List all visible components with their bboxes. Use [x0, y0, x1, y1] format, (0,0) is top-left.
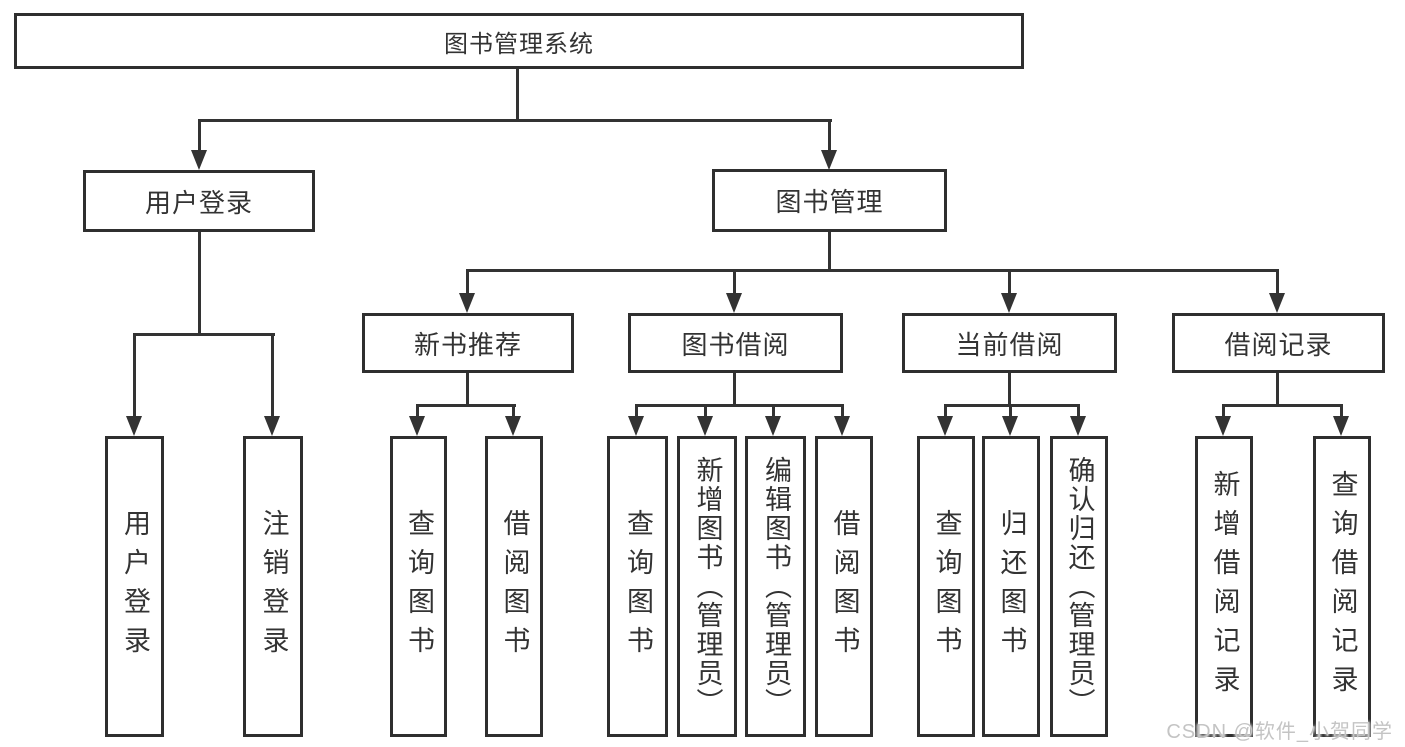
connector-line	[416, 404, 516, 407]
arrowhead-down-icon	[264, 416, 280, 436]
connector-line	[466, 269, 1279, 272]
leaf-user-login-label: 用户登录	[120, 508, 150, 665]
leaf-return-books: 归还图书	[982, 436, 1040, 737]
leaf-logout: 注销登录	[243, 436, 303, 737]
connector-line	[466, 373, 469, 407]
arrowhead-down-icon	[765, 416, 781, 436]
leaf-borrow-books-recommend: 借阅图书	[485, 436, 543, 737]
node-borrow-records-label: 借阅记录	[1224, 329, 1333, 360]
arrowhead-down-icon	[834, 416, 850, 436]
connector-line	[1222, 404, 1343, 407]
connector-line	[772, 404, 775, 418]
leaf-query-books-current: 查询图书	[917, 436, 975, 737]
leaf-query-books-borrowing: 查询图书	[607, 436, 668, 737]
arrowhead-down-icon	[459, 293, 475, 313]
leaf-add-books-admin-label: 新增图书（管理员）	[692, 456, 723, 717]
node-user-login: 用户登录	[83, 170, 315, 232]
connector-line	[828, 232, 831, 272]
arrowhead-down-icon	[191, 150, 207, 170]
leaf-query-books-borrowing-label: 查询图书	[623, 508, 653, 665]
connector-line	[704, 404, 707, 418]
node-current-borrowing-label: 当前借阅	[955, 329, 1064, 360]
arrowhead-down-icon	[697, 416, 713, 436]
node-book-borrowing: 图书借阅	[628, 313, 843, 373]
node-book-borrowing-label: 图书借阅	[681, 329, 790, 360]
leaf-add-books-admin: 新增图书（管理员）	[677, 436, 737, 737]
connector-line	[1276, 373, 1279, 407]
leaf-query-books-current-label: 查询图书	[931, 508, 962, 665]
arrowhead-down-icon	[1333, 416, 1349, 436]
arrowhead-down-icon	[1215, 416, 1231, 436]
node-root: 图书管理系统	[14, 13, 1024, 69]
connector-line	[841, 404, 844, 418]
connector-line	[1222, 404, 1225, 418]
leaf-confirm-return-admin-label: 确认归还（管理员）	[1064, 456, 1095, 717]
connector-line	[635, 404, 638, 418]
node-root-label: 图书管理系统	[444, 30, 594, 58]
leaf-borrow-books-recommend-label: 借阅图书	[499, 508, 530, 665]
connector-line	[1008, 373, 1011, 407]
arrowhead-down-icon	[1269, 293, 1285, 313]
arrowhead-down-icon	[1070, 416, 1086, 436]
node-user-login-label: 用户登录	[144, 187, 253, 218]
connector-line	[133, 333, 275, 336]
connector-line	[198, 119, 201, 152]
node-borrow-records: 借阅记录	[1172, 313, 1385, 373]
arrowhead-down-icon	[1002, 416, 1018, 436]
arrowhead-down-icon	[628, 416, 644, 436]
connector-line	[733, 269, 736, 295]
node-book-management-label: 图书管理	[775, 187, 884, 217]
leaf-borrow-books-label: 借阅图书	[829, 508, 860, 665]
leaf-user-login: 用户登录	[105, 436, 164, 737]
arrowhead-down-icon	[821, 150, 837, 170]
arrowhead-down-icon	[409, 416, 425, 436]
connector-line	[198, 119, 832, 122]
leaf-logout-label: 注销登录	[258, 508, 289, 665]
leaf-return-books-label: 归还图书	[996, 508, 1027, 665]
connector-line	[466, 269, 469, 295]
node-new-book-recommend: 新书推荐	[362, 313, 574, 373]
leaf-query-books-recommend-label: 查询图书	[404, 508, 434, 665]
leaf-confirm-return-admin: 确认归还（管理员）	[1050, 436, 1108, 737]
connector-line	[944, 404, 1080, 407]
connector-line	[133, 333, 136, 418]
leaf-query-borrow-record-label: 查询借阅记录	[1327, 469, 1358, 704]
leaf-edit-books-admin: 编辑图书（管理员）	[745, 436, 806, 737]
arrowhead-down-icon	[126, 416, 142, 436]
connector-line	[512, 404, 515, 418]
node-book-management: 图书管理	[712, 169, 947, 232]
connector-line	[733, 373, 736, 407]
node-new-book-recommend-label: 新书推荐	[413, 329, 522, 360]
connector-line	[1077, 404, 1080, 418]
connector-line	[1276, 269, 1279, 295]
connector-line	[635, 404, 844, 407]
watermark: CSDN @软件_小贺同学	[1166, 721, 1393, 743]
connector-line	[416, 404, 419, 418]
connector-line	[516, 69, 519, 121]
connector-line	[1008, 269, 1011, 295]
connector-line	[1340, 404, 1343, 418]
leaf-borrow-books: 借阅图书	[815, 436, 873, 737]
leaf-query-borrow-record: 查询借阅记录	[1313, 436, 1371, 737]
arrowhead-down-icon	[726, 293, 742, 313]
connector-line	[944, 404, 947, 418]
connector-line	[1009, 404, 1012, 418]
leaf-query-books-recommend: 查询图书	[390, 436, 447, 737]
leaf-edit-books-admin-label: 编辑图书（管理员）	[761, 456, 791, 717]
node-current-borrowing: 当前借阅	[902, 313, 1117, 373]
leaf-add-borrow-record: 新增借阅记录	[1195, 436, 1253, 737]
arrowhead-down-icon	[505, 416, 521, 436]
connector-line	[828, 119, 831, 152]
connector-line	[198, 232, 201, 336]
arrowhead-down-icon	[937, 416, 953, 436]
arrowhead-down-icon	[1001, 293, 1017, 313]
leaf-add-borrow-record-label: 新增借阅记录	[1209, 469, 1240, 704]
connector-line	[271, 333, 274, 418]
